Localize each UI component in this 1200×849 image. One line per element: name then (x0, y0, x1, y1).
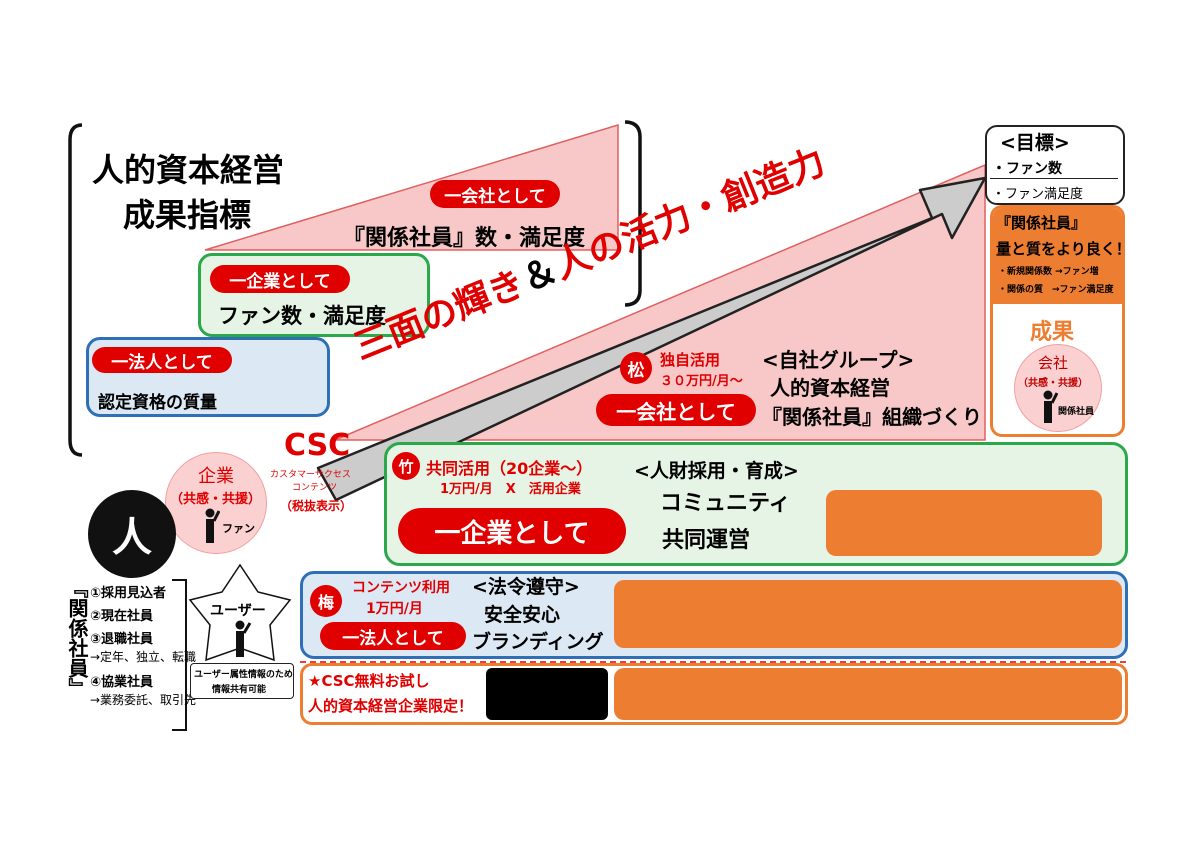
ume-line1: 安全安心 (484, 604, 561, 626)
take-line1: コミュニティ (660, 491, 791, 516)
matsu-line1: 人的資本経営 (770, 376, 890, 400)
ume-price: 1万円/月 (366, 601, 423, 617)
goal-divider (990, 178, 1118, 179)
related-item-3-sub: →定年、独立、転職 (90, 650, 197, 664)
take-pill: 一企業として (398, 508, 626, 554)
kpi-company-pill: 一会社として (430, 180, 560, 208)
company-circle (1014, 344, 1102, 432)
fan-icon (205, 508, 220, 543)
related-sub: 量と質をより良く！ (996, 240, 1131, 258)
take-price: 1万円/月 X 活用企業 (440, 482, 581, 497)
kpi-triangle (204, 123, 619, 251)
user-icon (235, 620, 252, 657)
person-circle: 人 (88, 490, 176, 578)
employee-icon (1043, 390, 1058, 423)
kpi-bracket-left (68, 123, 83, 457)
kpi-enterprise-pill: 一企業として (210, 265, 350, 293)
enterprise-sub: （共感・共援） (170, 492, 262, 507)
take-heading: <人財採用・育成> (634, 460, 799, 482)
trial-line1: ★CSC無料お試し (308, 672, 430, 690)
take-badge: 竹 (392, 452, 420, 480)
enterprise-circle (165, 452, 267, 554)
ume-content-block (614, 580, 1122, 648)
result-title: 成果 (1030, 320, 1075, 345)
company-sub: （共感・共援） (1018, 378, 1088, 389)
matsu-usage: 独自活用 (660, 351, 721, 369)
related-line2: ・関係の質 →ファン満足度 (998, 285, 1114, 295)
employee-label: 関係社員 (1058, 407, 1095, 417)
trial-content-block (614, 668, 1122, 720)
related-item-2: ②現在社員 (90, 609, 154, 624)
take-content-block (826, 490, 1102, 556)
user-label: ユーザー (210, 603, 266, 619)
matsu-price: ３０万円/月～ (660, 374, 743, 389)
ume-heading: <法令遵守> (472, 576, 580, 598)
take-line2: 共同運営 (662, 528, 751, 553)
kpi-corporation-pill: 一法人として (92, 347, 232, 373)
related-item-4: ④協業社員 (90, 675, 154, 690)
goal-box (985, 125, 1125, 205)
kpi-company-text: 『関係社員』数・満足度 (343, 226, 586, 251)
kpi-enterprise-text: ファン数・満足度 (218, 304, 386, 328)
csc-sub1: カスタマーサクセス (270, 470, 351, 480)
trial-line2: 人的資本経営企業限定！ (308, 697, 474, 715)
fan-label: ファン (222, 522, 255, 535)
csc-title: CSC (284, 428, 351, 463)
matsu-badge: 松 (620, 352, 652, 384)
user-note-1: ユーザー属性情報のため (194, 670, 293, 680)
related-title: 『関係社員』 (996, 214, 1087, 232)
ume-line2: ブランディング (472, 631, 604, 653)
kpi-corporation-text: 認定資格の質量 (98, 393, 217, 413)
matsu-heading: <自社グループ> (762, 348, 915, 372)
related-item-1: ①採用見込者 (90, 586, 167, 601)
related-bracket-text: 『関係社員』 (65, 578, 89, 698)
take-usage: 共同活用（20企業～） (426, 459, 593, 478)
trial-redacted-block (486, 668, 608, 720)
goal-header: <目標> (1000, 132, 1070, 154)
enterprise-title: 企業 (198, 466, 234, 487)
related-line1: ・新規関係数 →ファン増 (998, 267, 1099, 277)
matsu-line2: 『関係社員』組織づくり (762, 405, 982, 429)
goal-item-fans: ・ファン数 (992, 161, 1062, 177)
matsu-triangle (334, 163, 986, 441)
user-note-box (190, 663, 294, 699)
list-bracket (172, 579, 187, 731)
ume-pill: 一法人として (320, 622, 466, 650)
csc-sub2: コンテンツ (292, 483, 338, 493)
matsu-pill: 一会社として (596, 394, 756, 426)
ume-badge: 梅 (310, 585, 342, 617)
goal-item-satisfaction: ・ファン満足度 (992, 187, 1084, 202)
related-orange-header (993, 208, 1122, 304)
company-label: 会社 (1038, 354, 1069, 372)
kpi-bracket-right (624, 120, 642, 307)
user-note-2: 情報共有可能 (212, 685, 267, 695)
related-item-4-sub: →業務委託、取引先 (90, 693, 197, 707)
csc-tax: （税抜表示） (280, 499, 353, 513)
kpi-title-line1: 人的資本経営 (92, 151, 285, 189)
ume-usage: コンテンツ利用 (352, 580, 450, 596)
kpi-title-line2: 成果指標 (123, 196, 252, 234)
related-item-3: ③退職社員 (90, 632, 154, 647)
